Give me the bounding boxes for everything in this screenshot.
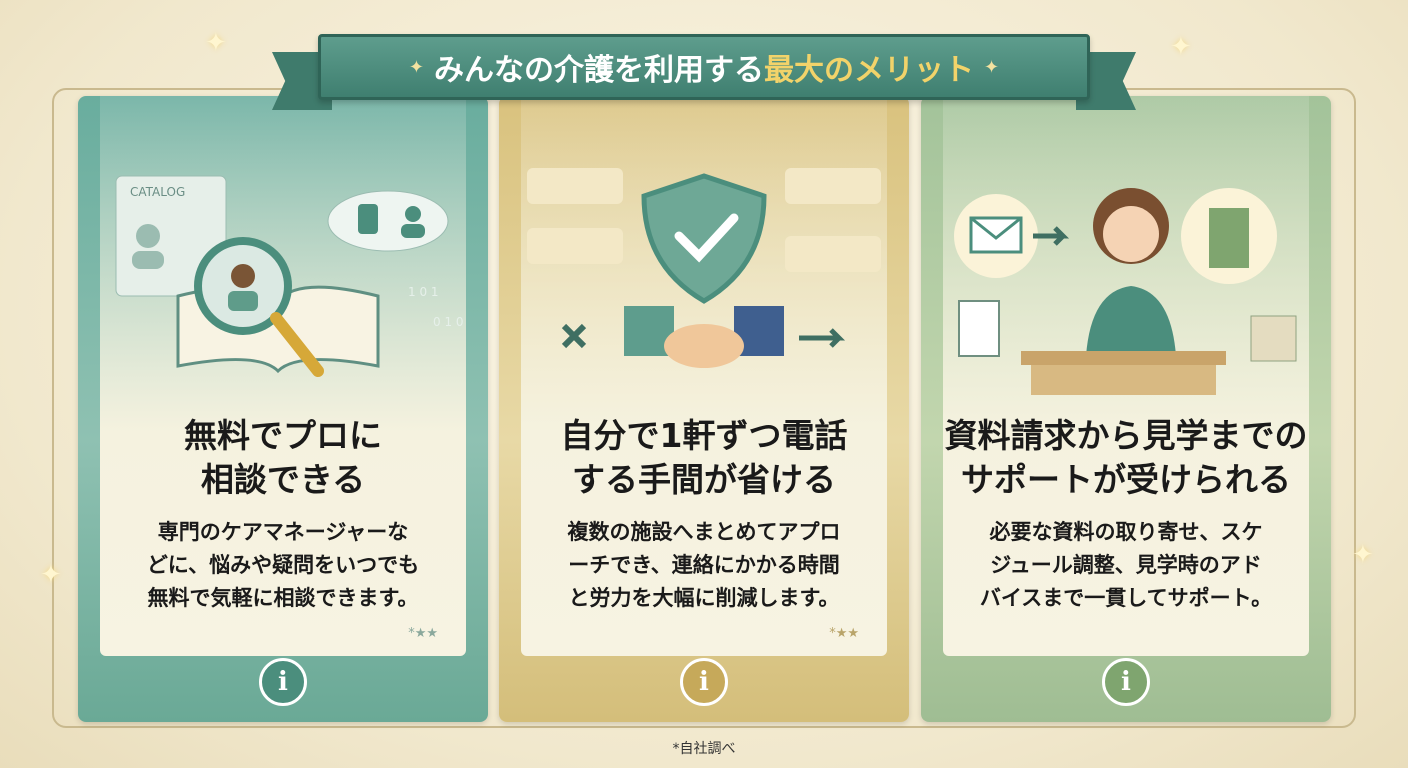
card-title: 資料請求から見学までのサポートが受けられる bbox=[944, 416, 1308, 499]
svg-text:0 1 0: 0 1 0 bbox=[433, 315, 464, 329]
svg-text:1 0 1: 1 0 1 bbox=[408, 285, 439, 299]
merit-card-free-consultation: CATALOG 1 0 1 0 1 0 無料でプロに相談できる 専門のケアマネージ… bbox=[78, 96, 488, 722]
card-title: 自分で1軒ずつ電話する手間が省ける bbox=[560, 416, 848, 499]
card-description: 必要な資料の取り寄せ、スケジュール調整、見学時のアドバイスまで一貫してサポート。 bbox=[979, 520, 1273, 610]
sparkle-icon: ✦ bbox=[205, 28, 227, 58]
sparkle-icon: ✦ bbox=[1170, 32, 1192, 62]
catalog-label: CATALOG bbox=[130, 185, 185, 199]
footnote: *自社調べ bbox=[672, 741, 736, 757]
shield-handshake-icon bbox=[527, 168, 881, 368]
info-icon[interactable]: i bbox=[1102, 658, 1150, 706]
info-icon[interactable]: i bbox=[680, 658, 728, 706]
info-icon[interactable]: i bbox=[259, 658, 307, 706]
page-title: みんなの介護を利用する bbox=[434, 53, 764, 88]
merit-card-support: 資料請求から見学までのサポートが受けられる 必要な資料の取り寄せ、スケジュール調… bbox=[921, 96, 1331, 722]
sparkle-icon: ✦ bbox=[1352, 540, 1374, 570]
card-description: 専門のケアマネージャーなどに、悩みや疑問をいつでも無料で気軽に相談できます。 bbox=[146, 520, 420, 610]
card-title: 無料でプロに相談できる bbox=[184, 416, 382, 499]
card-description: 複数の施設へまとめてアプローチでき、連絡にかかる時間と労力を大幅に削減します。 bbox=[567, 520, 841, 610]
consultant-icon bbox=[954, 188, 1297, 395]
note-stars: *★★ bbox=[408, 626, 438, 641]
sparkle-icon: ✦ bbox=[408, 56, 424, 78]
title-banner: ✦ みんなの介護を利用する最大のメリット ✦ bbox=[318, 34, 1090, 100]
merit-card-save-calls: 自分で1軒ずつ電話する手間が省ける 複数の施設へまとめてアプローチでき、連絡にか… bbox=[499, 96, 909, 722]
sparkle-icon: ✦ bbox=[984, 56, 1000, 78]
magnifier-book-icon: CATALOG 1 0 1 0 1 0 bbox=[115, 175, 464, 377]
note-stars: *★★ bbox=[829, 626, 859, 641]
sparkle-icon: ✦ bbox=[40, 560, 62, 590]
page-title-highlight: 最大のメリット bbox=[764, 53, 974, 88]
